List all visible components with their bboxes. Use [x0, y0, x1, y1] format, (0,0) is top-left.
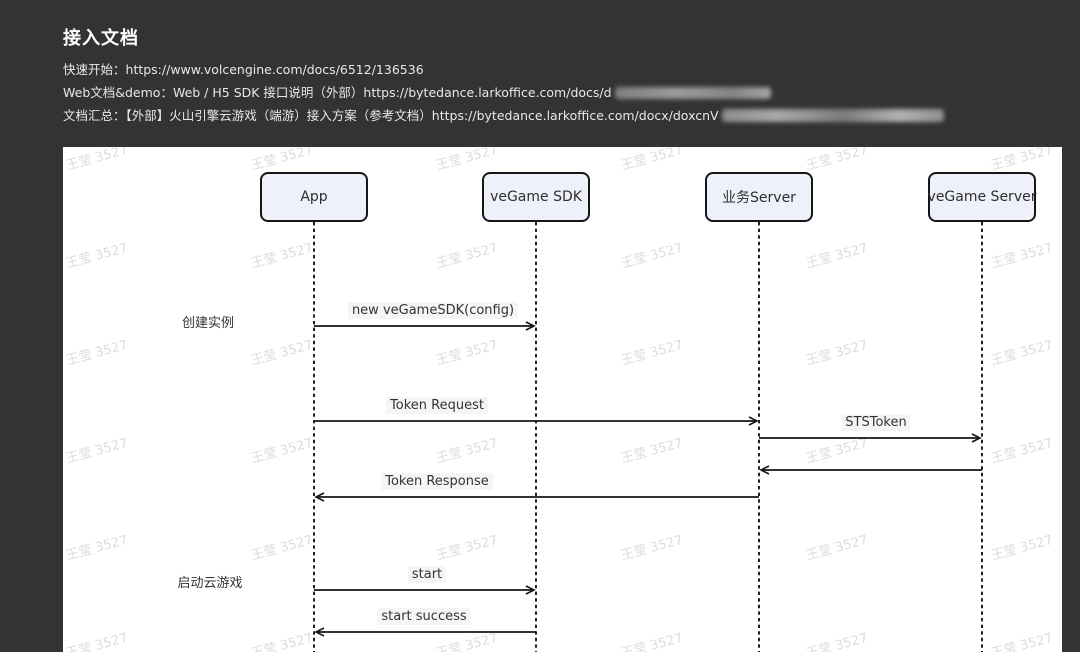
- doc-line-web-demo: Web文档&demo：Web / H5 SDK 接口说明（外部）https://…: [63, 85, 771, 100]
- actor-vegame-server: veGame Server: [928, 172, 1036, 222]
- phase-label-start-cloud-game: 启动云游戏: [177, 576, 243, 591]
- page-title: 接入文档: [63, 28, 139, 49]
- message-label-token-response: Token Response: [381, 473, 493, 490]
- message-label-token-request: Token Request: [386, 397, 488, 414]
- doc-line-quickstart: 快速开始：https://www.volcengine.com/docs/651…: [63, 62, 424, 77]
- actor-vegame-sdk: veGame SDK: [482, 172, 590, 222]
- quickstart-link[interactable]: https://www.volcengine.com/docs/6512/136…: [125, 62, 424, 77]
- actor-business-server: 业务Server: [705, 172, 813, 222]
- phase-label-create-instance: 创建实例: [181, 316, 235, 331]
- message-label-start-success: start success: [377, 608, 471, 625]
- message-label-new-vegamesdk: new veGameSDK(config): [347, 302, 519, 319]
- doc-line-label: Web文档&demo：: [63, 85, 173, 100]
- actor-app: App: [260, 172, 368, 222]
- message-arrows: [314, 321, 982, 637]
- message-label-ststoken: STSToken: [841, 414, 911, 431]
- web-sdk-doc-link[interactable]: https://bytedance.larkoffice.com/docs/d: [363, 85, 612, 100]
- doc-line-label: 快速开始：: [63, 62, 126, 77]
- doc-line-summary: 文档汇总：【外部】火山引擎云游戏（端游）接入方案（参考文档）https://by…: [63, 108, 944, 123]
- doc-line-label: 文档汇总：: [63, 108, 126, 123]
- redacted-url-blur: [614, 87, 771, 99]
- doc-line-desc: 【外部】火山引擎云游戏（端游）接入方案（参考文档）: [125, 108, 432, 123]
- message-label-start: start: [407, 566, 447, 583]
- redacted-url-blur: [721, 109, 944, 122]
- summary-doc-link[interactable]: https://bytedance.larkoffice.com/docx/do…: [431, 108, 719, 123]
- doc-line-desc: Web / H5 SDK 接口说明（外部）: [172, 85, 364, 100]
- lifelines: [313, 222, 983, 652]
- sequence-diagram-lines: [313, 222, 983, 652]
